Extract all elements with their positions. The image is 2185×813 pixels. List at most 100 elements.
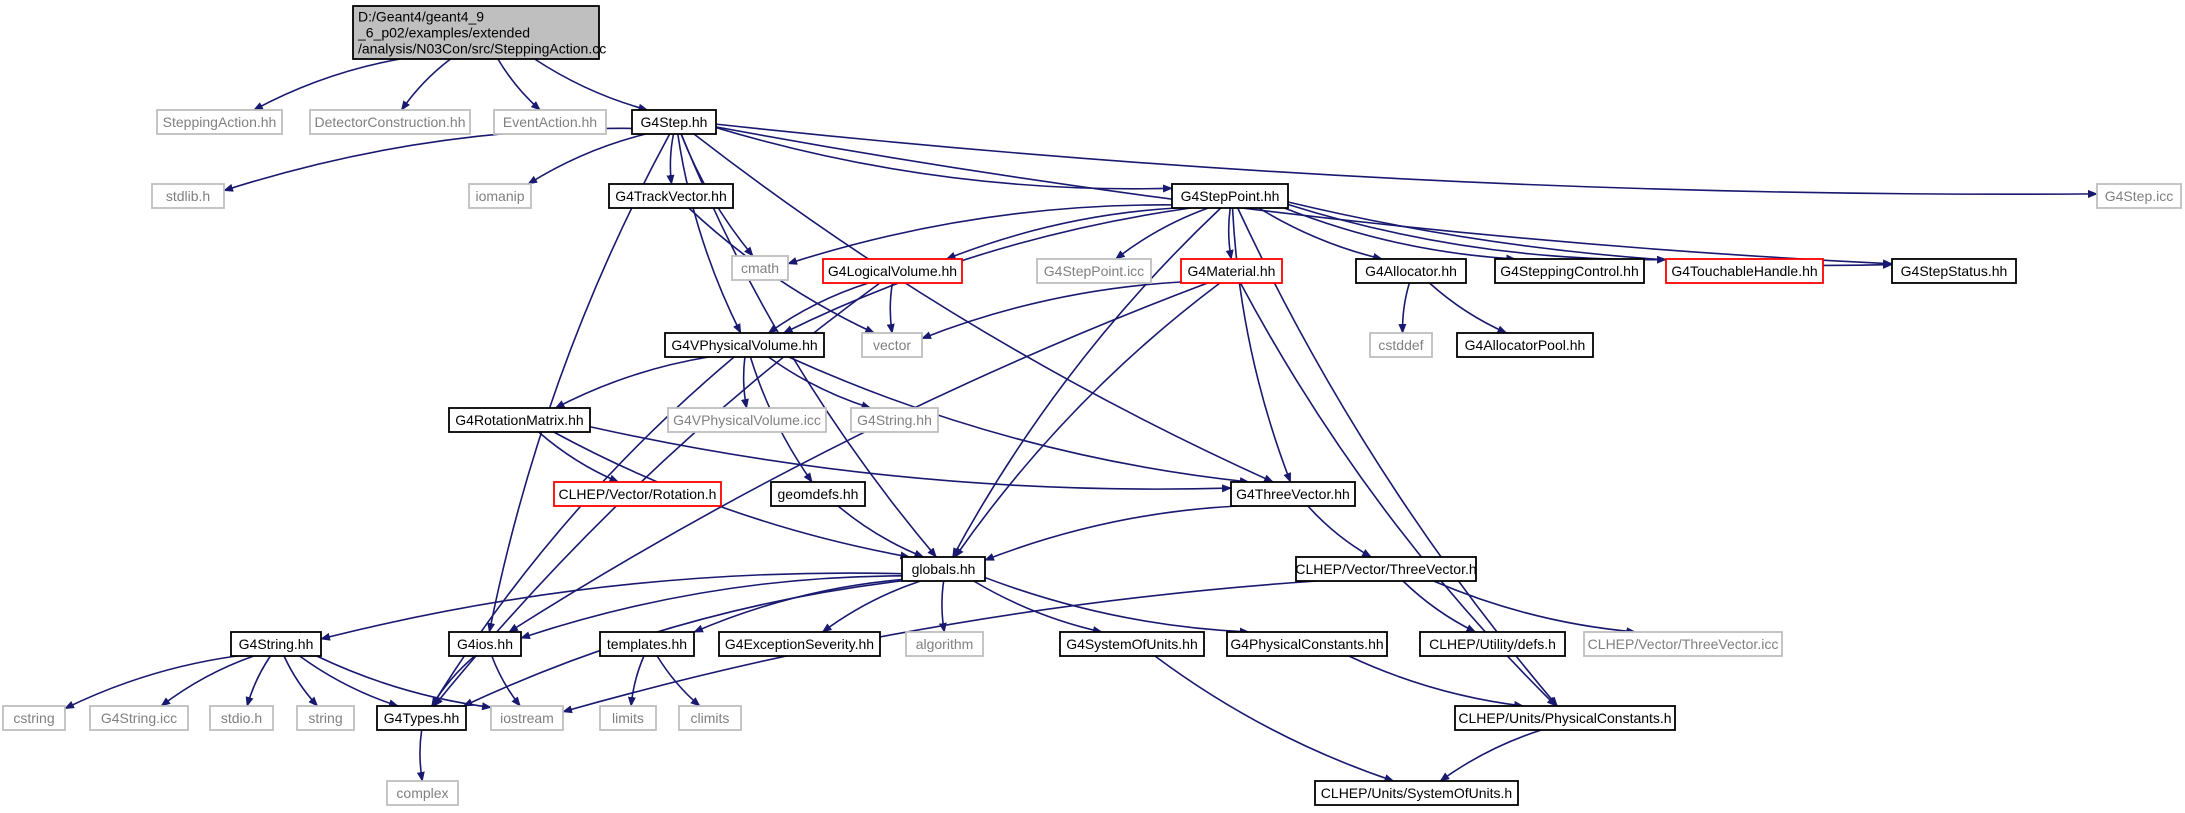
node-box: [230, 631, 322, 657]
node-box: [156, 109, 283, 135]
node-box: [1891, 258, 2017, 284]
node-g4vphysicalvolume_hh[interactable]: G4VPhysicalVolume.hh: [664, 332, 825, 358]
node-label: CLHEP/Vector/Rotation.h: [559, 486, 717, 502]
node-box: [905, 631, 984, 657]
node-box: [678, 705, 742, 731]
node-g4stepstatus_hh[interactable]: G4StepStatus.hh: [1891, 258, 2017, 284]
node-root[interactable]: D:/Geant4/geant4_9_6_p02/examples/extend…: [352, 5, 606, 60]
node-stdlib_h[interactable]: stdlib.h: [151, 183, 225, 209]
node-cstddef[interactable]: cstddef: [1369, 332, 1433, 358]
node-event_action_hh[interactable]: EventAction.hh: [493, 109, 607, 135]
node-algorithm[interactable]: algorithm: [905, 631, 984, 657]
edge-templates_hh-to-limits: [627, 655, 645, 707]
node-label: G4ios.hh: [457, 636, 513, 652]
node-clhep_units_systemofunits_h[interactable]: CLHEP/Units/SystemOfUnits.h: [1314, 780, 1519, 806]
node-g4steppoint_hh[interactable]: G4StepPoint.hh: [1171, 183, 1289, 209]
node-box: [493, 109, 607, 135]
node-g4allocatorpool_hh[interactable]: G4AllocatorPool.hh: [1456, 332, 1594, 358]
edge-g4string_hh-to-iostream: [316, 655, 492, 711]
edge-globals_hh-to-g4ios_hh: [520, 574, 903, 640]
edge-globals_hh-to-templates_hh: [693, 578, 903, 633]
node-g4material_hh[interactable]: G4Material.hh: [1180, 258, 1283, 284]
node-g4exceptionseverity_hh[interactable]: G4ExceptionSeverity.hh: [718, 631, 881, 657]
node-label: G4String.hh: [857, 412, 932, 428]
node-clhep_units_physicalconstants_h[interactable]: CLHEP/Units/PhysicalConstants.h: [1454, 705, 1676, 731]
node-limits[interactable]: limits: [599, 705, 657, 731]
edge-g4allocator_hh-to-g4allocatorpool_hh: [1428, 282, 1508, 334]
node-complex[interactable]: complex: [386, 780, 459, 806]
node-g4types_hh[interactable]: G4Types.hh: [376, 705, 467, 731]
node-cmath[interactable]: cmath: [731, 255, 789, 281]
node-box: [1230, 481, 1356, 507]
node-label: G4StepStatus.hh: [1901, 263, 2008, 279]
node-g4ios_hh[interactable]: G4ios.hh: [448, 631, 522, 657]
edge-g4rotationmatrix_hh-to-globals_hh: [553, 431, 911, 560]
node-box: [850, 407, 939, 433]
edge-clhep_units_physicalconstants_h-to-clhep_units_systemofunits_h: [1439, 729, 1542, 782]
edge-g4step_hh-to-g4steppoint_hh: [715, 126, 1173, 193]
node-label: stdlib.h: [166, 188, 210, 204]
node-label: G4Allocator.hh: [1365, 263, 1457, 279]
node-g4string_icc[interactable]: G4String.icc: [89, 705, 189, 731]
edge-templates_hh-to-climits: [656, 655, 701, 707]
node-vector[interactable]: vector: [861, 332, 923, 358]
node-stepping_action_hh[interactable]: SteppingAction.hh: [156, 109, 283, 135]
node-box: [1456, 332, 1594, 358]
node-iostream[interactable]: iostream: [490, 705, 564, 731]
node-clhep_vector_threevector_icc[interactable]: CLHEP/Vector/ThreeVector.icc: [1583, 631, 1783, 657]
node-g4steppingcontrol_hh[interactable]: G4SteppingControl.hh: [1494, 258, 1645, 284]
node-stdio_h[interactable]: stdio.h: [209, 705, 274, 731]
node-box: [2096, 183, 2182, 209]
edge-g4material_hh-to-g4ios_hh: [508, 282, 1208, 633]
node-g4physicalconstants_hh[interactable]: G4PhysicalConstants.hh: [1226, 631, 1388, 657]
node-box: [1036, 258, 1152, 284]
node-g4rotationmatrix_hh[interactable]: G4RotationMatrix.hh: [448, 407, 591, 433]
node-templates_hh[interactable]: templates.hh: [599, 631, 695, 657]
node-label: G4SystemOfUnits.hh: [1066, 636, 1198, 652]
node-g4string_hh_mid[interactable]: G4String.hh: [850, 407, 939, 433]
node-g4step_icc[interactable]: G4Step.icc: [2096, 183, 2182, 209]
node-detector_construction_hh[interactable]: DetectorConstruction.hh: [309, 109, 471, 135]
edge-geomdefs_hh-to-globals_hh: [837, 505, 925, 558]
node-box: [631, 109, 717, 135]
node-label: G4Step.hh: [641, 114, 708, 130]
node-g4trackvector_hh[interactable]: G4TrackVector.hh: [608, 183, 734, 209]
node-g4logicalvolume_hh[interactable]: G4LogicalVolume.hh: [822, 258, 963, 284]
node-climits[interactable]: climits: [678, 705, 742, 731]
node-g4steppoint_icc[interactable]: G4StepPoint.icc: [1036, 258, 1152, 284]
node-globals_hh[interactable]: globals.hh: [901, 556, 986, 582]
node-clhep_vector_threevector_h[interactable]: CLHEP/Vector/ThreeVector.h: [1295, 556, 1477, 582]
node-label: G4LogicalVolume.hh: [828, 263, 957, 279]
node-clhep_utility_defs_h[interactable]: CLHEP/Utility/defs.h: [1419, 631, 1566, 657]
node-box: [1171, 183, 1289, 209]
node-label: G4TouchableHandle.hh: [1671, 263, 1817, 279]
node-geomdefs_hh[interactable]: geomdefs.hh: [770, 481, 866, 507]
node-clhep_vector_rotation_h[interactable]: CLHEP/Vector/Rotation.h: [553, 481, 722, 507]
node-g4touchablehandle_hh[interactable]: G4TouchableHandle.hh: [1665, 258, 1824, 284]
node-box: [1494, 258, 1645, 284]
node-g4threevector_hh[interactable]: G4ThreeVector.hh: [1230, 481, 1356, 507]
edge-g4step_hh-to-g4vphysicalvolume_hh: [677, 133, 742, 334]
node-label: G4VPhysicalVolume.icc: [673, 412, 821, 428]
node-label: DetectorConstruction.hh: [315, 114, 466, 130]
node-g4step_hh[interactable]: G4Step.hh: [631, 109, 717, 135]
node-box: [599, 705, 657, 731]
node-cstring[interactable]: cstring: [2, 705, 66, 731]
edge-g4allocator_hh-to-cstddef: [1398, 282, 1411, 334]
node-g4vphysicalvolume_icc[interactable]: G4VPhysicalVolume.icc: [667, 407, 827, 433]
node-box: [1295, 556, 1477, 582]
node-box: [599, 631, 695, 657]
node-box: [1180, 258, 1283, 284]
node-label: CLHEP/Vector/ThreeVector.icc: [1588, 636, 1779, 652]
edge-g4steppoint_hh-to-cmath: [787, 204, 1173, 265]
node-label: G4ExceptionSeverity.hh: [725, 636, 874, 652]
edge-g4steppoint_hh-to-g4vphysicalvolume_hh: [782, 207, 1192, 334]
node-g4allocator_hh[interactable]: G4Allocator.hh: [1355, 258, 1467, 284]
node-g4systemofunits_hh[interactable]: G4SystemOfUnits.hh: [1059, 631, 1205, 657]
edge-g4step_hh-to-g4trackvector_hh: [666, 133, 675, 185]
node-string[interactable]: string: [296, 705, 355, 731]
node-g4string_hh[interactable]: G4String.hh: [230, 631, 322, 657]
node-iomanip[interactable]: iomanip: [468, 183, 532, 209]
edge-g4ios_hh-to-iostream: [491, 655, 521, 707]
